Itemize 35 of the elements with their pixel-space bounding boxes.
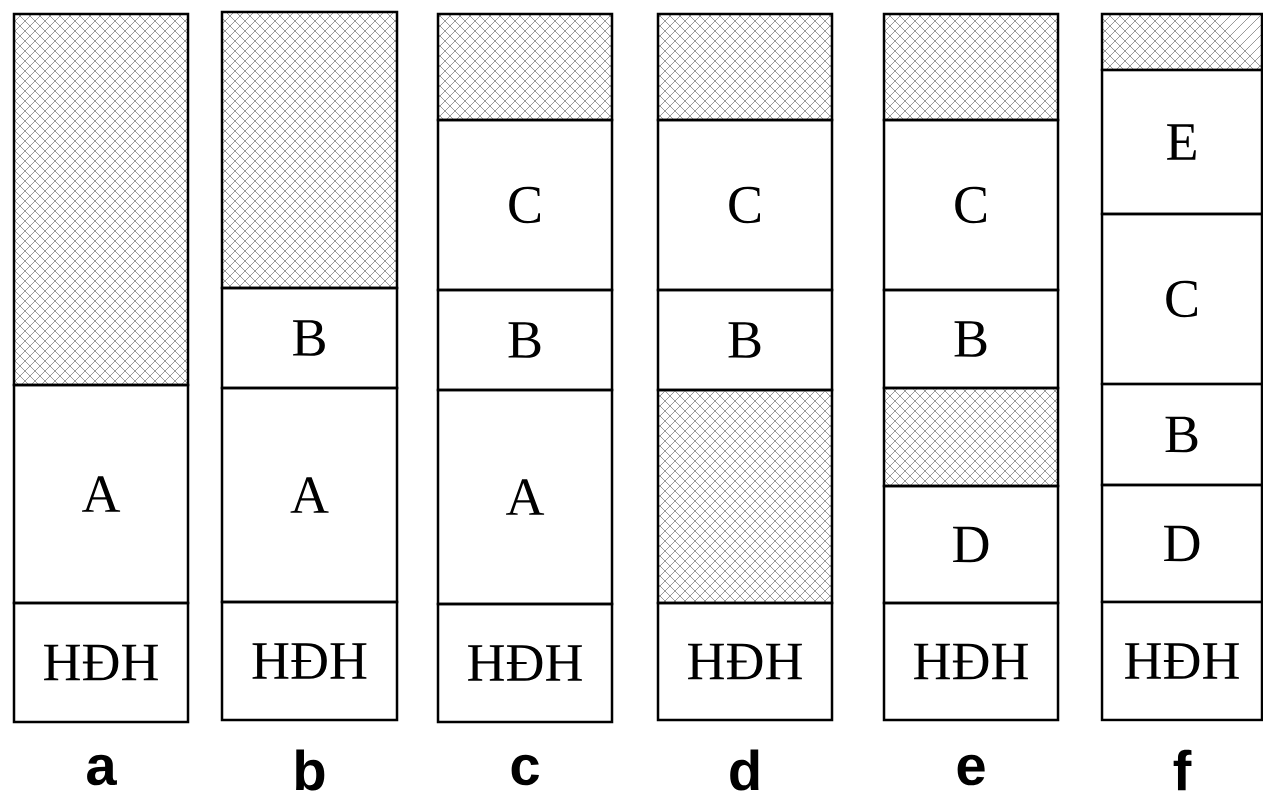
free-space-block xyxy=(882,12,1060,122)
memory-segment: B xyxy=(882,288,1060,390)
column-label: c xyxy=(511,754,539,786)
column-label: e xyxy=(957,754,985,786)
memory-segment: A xyxy=(220,386,399,604)
column-label: d xyxy=(730,749,759,791)
free-space-block xyxy=(656,388,834,605)
memory-segment: A xyxy=(436,388,614,606)
free-space-block xyxy=(220,10,399,290)
memory-segment: HĐH xyxy=(220,600,399,722)
memory-segment: HĐH xyxy=(882,601,1060,722)
memory-segment: D xyxy=(1100,483,1263,604)
memory-segment: C xyxy=(656,118,834,292)
free-space-block xyxy=(12,12,190,387)
memory-segment: HĐH xyxy=(1100,600,1263,722)
column-label: f xyxy=(1173,749,1192,791)
memory-segment: C xyxy=(882,118,1060,292)
memory-segment: B xyxy=(656,288,834,392)
memory-segment: C xyxy=(436,118,614,292)
memory-segment: HĐH xyxy=(12,601,190,724)
free-space-block xyxy=(436,12,614,122)
free-space-block xyxy=(656,12,834,122)
memory-segment: C xyxy=(1100,212,1263,386)
memory-segment: HĐH xyxy=(656,601,834,722)
memory-segment: E xyxy=(1100,68,1263,216)
column-label: a xyxy=(87,754,117,786)
memory-segment: A xyxy=(12,383,190,605)
memory-segment: B xyxy=(436,288,614,392)
free-space-block xyxy=(882,386,1060,488)
column-label: b xyxy=(296,749,325,791)
memory-segment: B xyxy=(220,286,399,390)
memory-segment: HĐH xyxy=(436,602,614,724)
memory-segment: D xyxy=(882,484,1060,605)
free-space-block xyxy=(1100,12,1263,72)
memory-segment: B xyxy=(1100,382,1263,487)
